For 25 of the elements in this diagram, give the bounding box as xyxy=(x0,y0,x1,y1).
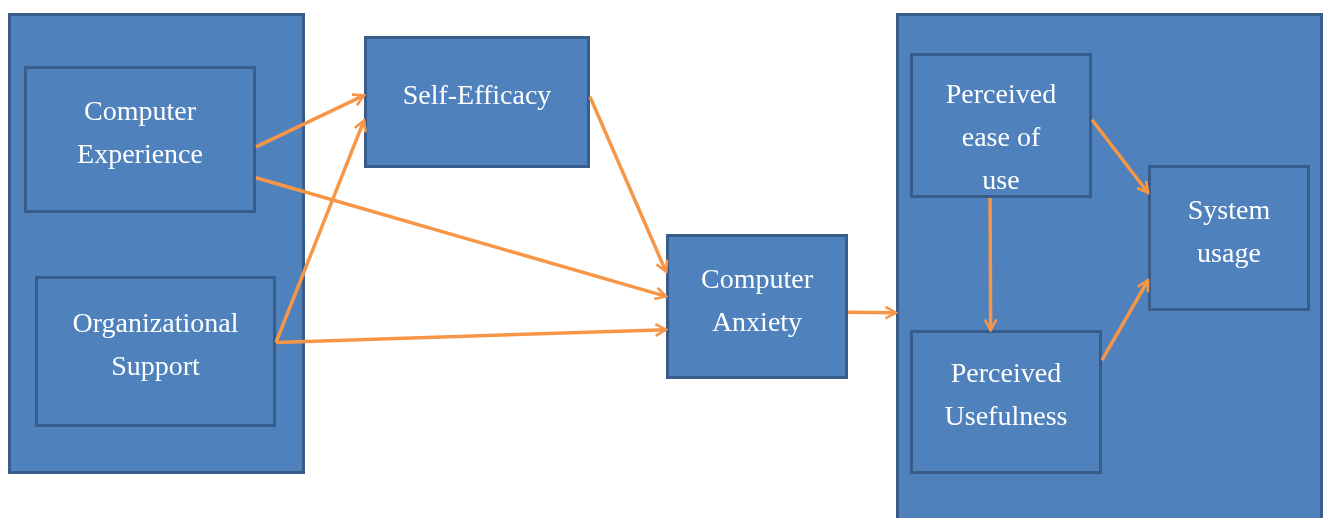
construct-box xyxy=(666,234,848,379)
construct-box xyxy=(910,53,1092,198)
group-panel xyxy=(896,13,1323,518)
construct-label: Computer Experience xyxy=(76,94,204,171)
construct-label: Perceived ease of use xyxy=(944,77,1058,197)
arrow xyxy=(1090,118,1150,194)
construct-box xyxy=(24,66,256,213)
construct-label: System usage xyxy=(1186,193,1272,270)
arrow xyxy=(983,198,998,332)
construct-label: Computer Anxiety xyxy=(700,262,814,339)
construct-label: Organizational Support xyxy=(71,306,240,383)
arrow xyxy=(1100,279,1150,362)
arrow xyxy=(848,305,898,320)
construct-box xyxy=(910,330,1102,474)
construct-label: Perceived Usefulness xyxy=(943,356,1069,433)
arrow xyxy=(274,119,367,344)
construct-box xyxy=(35,276,276,427)
arrow xyxy=(255,93,366,149)
arrow xyxy=(275,322,668,345)
arrow xyxy=(588,96,669,273)
construct-box xyxy=(364,36,590,168)
construct-label: Self-Efficacy xyxy=(402,78,552,112)
group-panel xyxy=(8,13,305,474)
construct-box xyxy=(1148,165,1310,311)
arrow xyxy=(255,176,668,301)
